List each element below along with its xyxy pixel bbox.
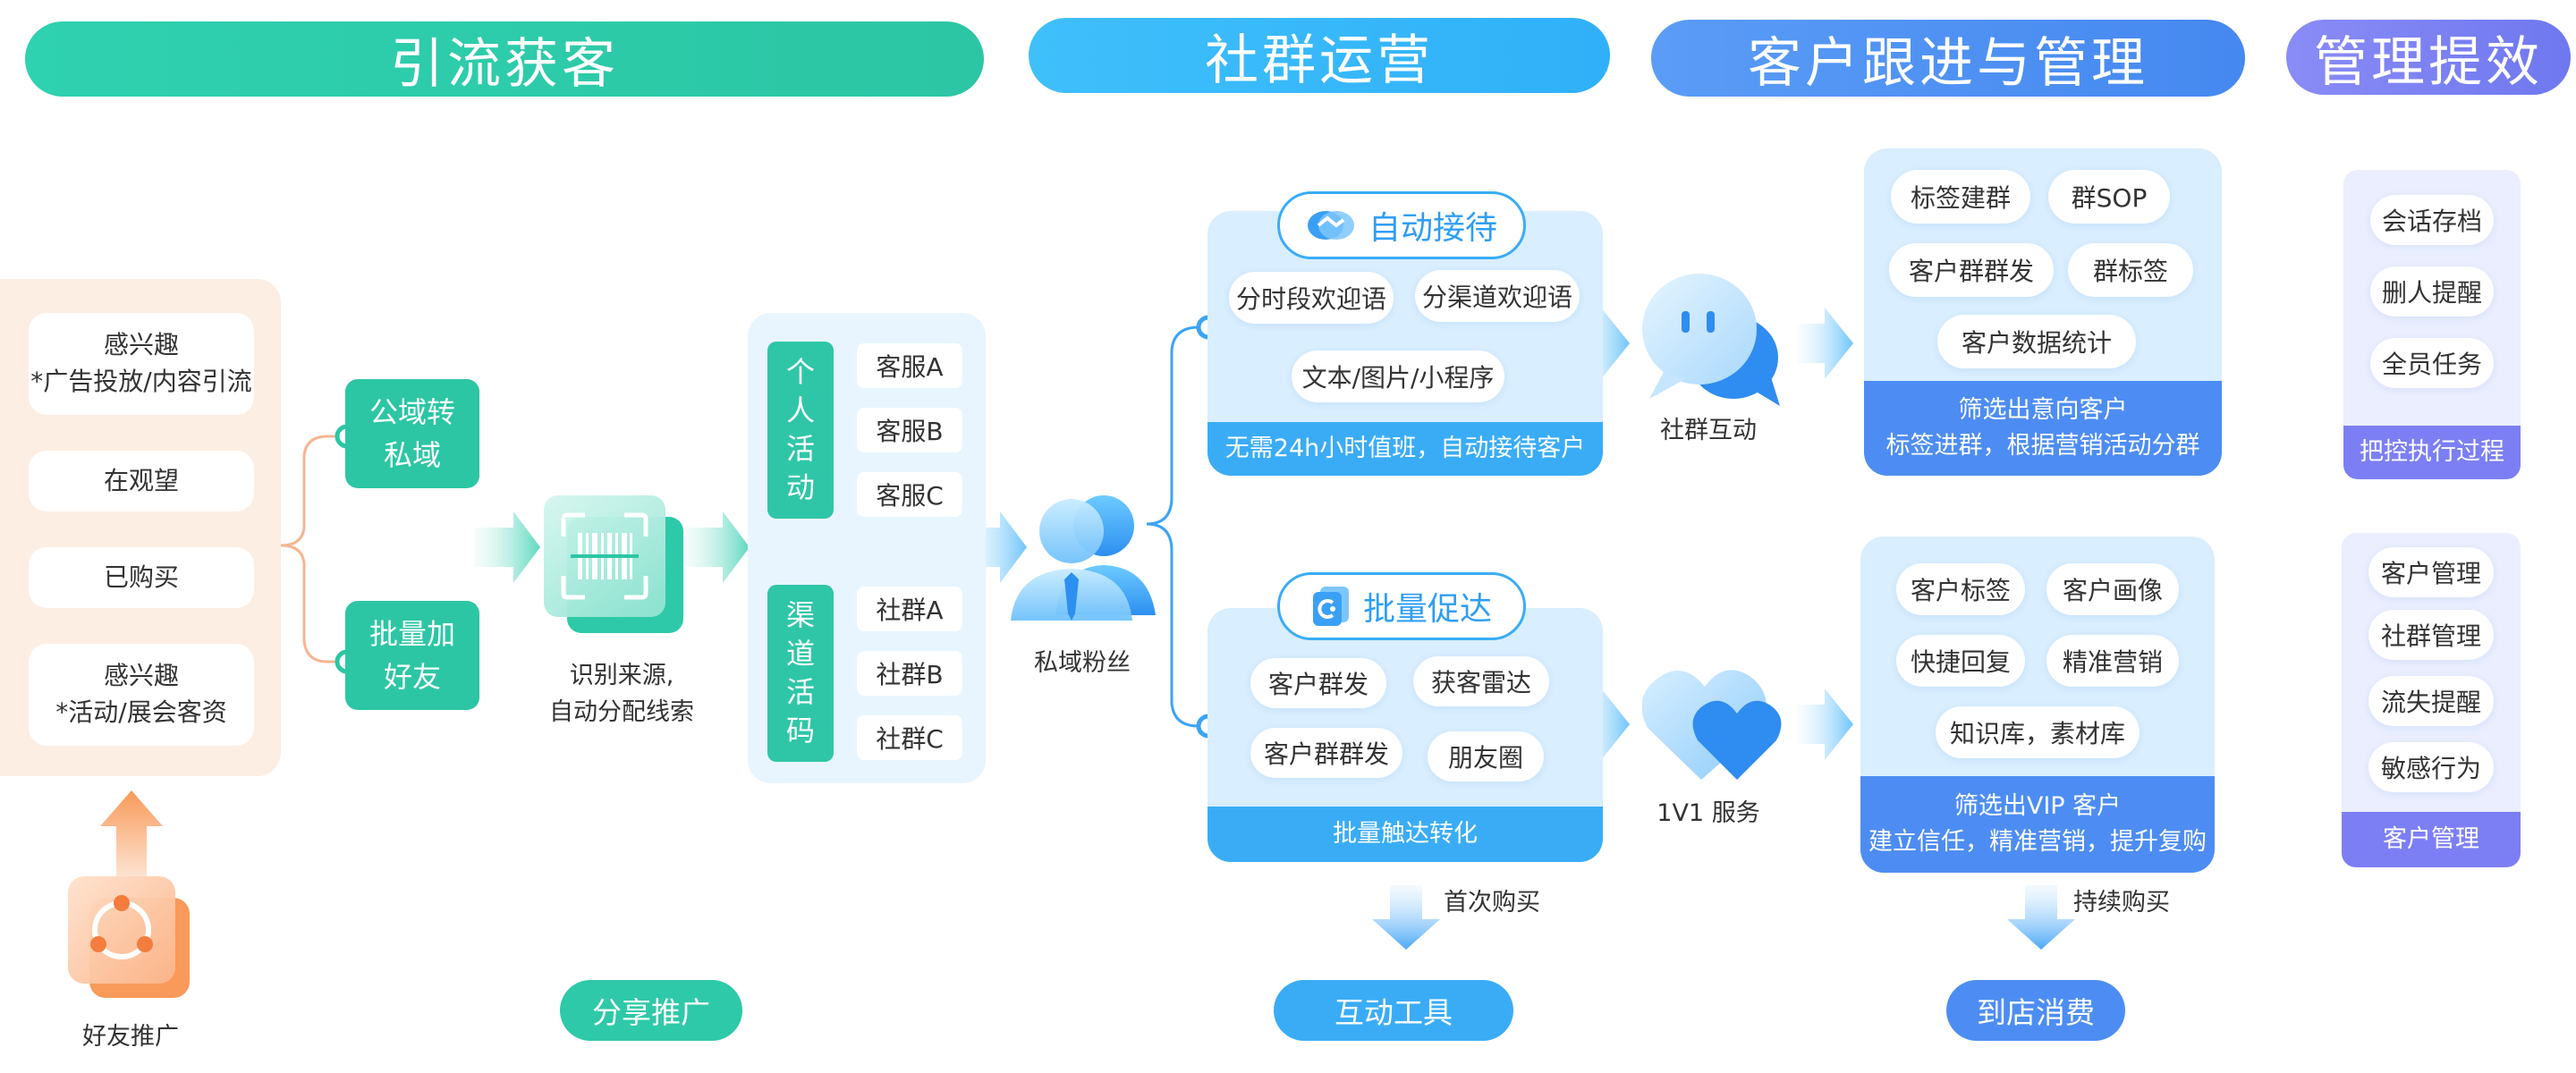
section-follow: 客户跟进与管理 (1651, 20, 2245, 97)
audience-watching: 在观望 (29, 451, 254, 511)
interactive-tools-button[interactable]: 互动工具 (1274, 980, 1513, 1041)
vip-tag-precise[interactable]: 精准营销 (2046, 635, 2179, 687)
batch-promo-title-text: 批量促达 (1362, 591, 1492, 628)
batch-promo-footer: 批量触达转化 (1208, 807, 1603, 862)
batch-add-friends-button[interactable]: 批量加 好友 (345, 601, 479, 710)
customer-mgmt-footer: 客户管理 (2342, 812, 2521, 867)
audience-interested-events: 感兴趣 *活动/展会客资 (29, 644, 254, 746)
group-management-card: 筛选出意向客户 标签进群，根据营销活动分群 (1864, 148, 2222, 476)
control-footer: 把控执行过程 (2343, 426, 2521, 479)
promo-tag-moments[interactable]: 朋友圈 (1428, 731, 1544, 782)
share-promo-icon (68, 876, 193, 1001)
repeat-purchase-label: 持续购买 (2073, 889, 2170, 917)
section-community: 社群运营 (1029, 18, 1610, 93)
section-efficiency-label: 管理提效 (2314, 30, 2543, 94)
up-arrow-icon (100, 790, 163, 876)
chat-bubble-icon (1642, 274, 1780, 406)
gm-tag-group-mass[interactable]: 客户群群发 (1889, 243, 2054, 297)
tab-personal-activity[interactable]: 个 人 活 动 (767, 342, 834, 519)
vip-tag-knowledge[interactable]: 知识库，素材库 (1936, 706, 2140, 758)
vip-tag-quick-reply[interactable]: 快捷回复 (1896, 635, 2025, 687)
cm-churn[interactable]: 流失提醒 (2368, 676, 2494, 726)
group-management-footer: 筛选出意向客户 标签进群，根据营销活动分群 (1864, 381, 2222, 476)
one-on-one-label: 1V1 服务 (1657, 799, 1760, 827)
vip-tag-label[interactable]: 客户标签 (1896, 563, 2025, 615)
cm-sensitive[interactable]: 敏感行为 (2368, 742, 2494, 792)
first-purchase-label: 首次购买 (1444, 889, 1540, 917)
section-efficiency: 管理提效 (2286, 20, 2571, 95)
auto-tag-channel[interactable]: 分渠道欢迎语 (1415, 270, 1580, 322)
gm-tag-stats[interactable]: 客户数据统计 (1937, 315, 2136, 368)
control-session-archive[interactable]: 会话存档 (2370, 195, 2494, 245)
group-c[interactable]: 社群C (857, 715, 962, 760)
store-visit-button[interactable]: 到店消费 (1946, 980, 2125, 1041)
auto-reception-title: 自动接待 (1277, 191, 1526, 259)
control-delete-alert[interactable]: 删人提醒 (2370, 266, 2494, 317)
auto-reception-title-text: 自动接待 (1368, 210, 1497, 247)
cm-community[interactable]: 社群管理 (2368, 610, 2494, 660)
tab-channel-code[interactable]: 渠 道 活 码 (767, 585, 834, 762)
service-c[interactable]: 客服C (857, 472, 962, 517)
community-interact-label: 社群互动 (1660, 417, 1757, 444)
section-acquire: 引流获客 (25, 21, 984, 97)
auto-tag-timed[interactable]: 分时段欢迎语 (1229, 272, 1394, 324)
identify-label: 识别来源, 自动分配线索 (549, 662, 694, 726)
section-community-label: 社群运营 (1205, 29, 1434, 92)
share-promo-button[interactable]: 分享推广 (560, 980, 742, 1041)
heart-icon (1642, 670, 1782, 780)
vip-tag-portrait[interactable]: 客户画像 (2046, 563, 2179, 615)
vip-management-footer: 筛选出VIP 客户 建立信任，精准营销，提升复购 (1860, 776, 2215, 873)
scan-code-icon (540, 494, 683, 637)
service-a[interactable]: 客服A (857, 343, 962, 388)
promo-tag-radar[interactable]: 获客雷达 (1413, 656, 1549, 706)
audience-interested-ads: 感兴趣 *广告投放/内容引流 (29, 313, 254, 415)
promo-tag-mass[interactable]: 客户群发 (1250, 658, 1386, 708)
handshake-icon (1307, 211, 1354, 240)
batch-promo-title: 批量促达 (1277, 572, 1526, 640)
gm-tag-group-label[interactable]: 群标签 (2068, 243, 2193, 297)
audience-purchased: 已购买 (29, 547, 254, 608)
gm-tag-label-group[interactable]: 标签建群 (1891, 170, 2030, 224)
batch-promo-card: 批量触达转化 (1208, 608, 1603, 862)
group-b[interactable]: 社群B (857, 651, 962, 696)
public-to-private-button[interactable]: 公域转 私域 (345, 379, 479, 488)
gm-tag-sop[interactable]: 群SOP (2048, 170, 2170, 224)
control-all-tasks[interactable]: 全员任务 (2370, 338, 2494, 388)
promo-tag-group-mass[interactable]: 客户群群发 (1250, 728, 1402, 778)
section-acquire-label: 引流获客 (390, 32, 619, 96)
promo-doc-icon (1312, 587, 1349, 626)
cm-customer[interactable]: 客户管理 (2368, 547, 2494, 597)
auto-tag-media[interactable]: 文本/图片/小程序 (1292, 351, 1504, 402)
group-a[interactable]: 社群A (857, 587, 962, 631)
private-fans-label: 私域粉丝 (1034, 649, 1131, 677)
auto-reception-footer: 无需24h小时值班，自动接待客户 (1208, 422, 1603, 476)
share-promo-label: 好友推广 (82, 1023, 179, 1051)
section-follow-label: 客户跟进与管理 (1748, 31, 2148, 95)
private-fans-icon (1011, 495, 1156, 621)
service-b[interactable]: 客服B (857, 408, 962, 452)
